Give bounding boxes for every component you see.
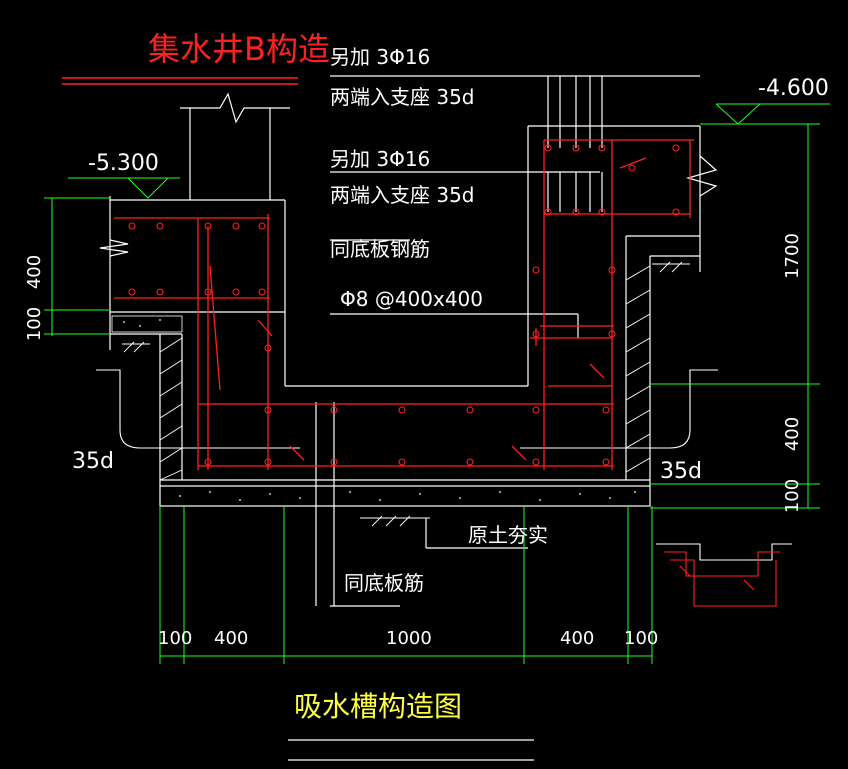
note-soil: 原土夯实 <box>468 523 548 547</box>
anchor-length-right: 35d <box>660 459 702 484</box>
caption-title: 吸水槽构造图 <box>294 690 462 723</box>
dim-h-1: 100 <box>158 628 192 649</box>
wall-hatching <box>159 265 651 481</box>
note-extra-top-2: 另加 3Φ16 <box>330 147 430 171</box>
dim-h-3: 1000 <box>386 628 432 649</box>
dim-right-v-2: 400 <box>782 417 803 451</box>
dim-h-5: 100 <box>624 628 658 649</box>
note-anchor-top-2: 两端入支座 35d <box>330 183 475 207</box>
note-extra-top-1: 另加 3Φ16 <box>330 45 430 69</box>
note-same-slab-rebar-top: 同底板钢筋 <box>330 237 430 261</box>
elevation-right-label: -4.600 <box>758 76 829 101</box>
dim-left-v-1: 400 <box>24 255 45 289</box>
elevation-marker-right <box>715 103 830 125</box>
dim-h-2: 400 <box>214 628 248 649</box>
drawing-title: 集水井B构造 <box>148 30 330 68</box>
small-detail-sketch <box>656 543 792 607</box>
note-anchor-top-1: 两端入支座 35d <box>330 85 475 109</box>
anchor-hooks <box>96 369 718 449</box>
elevation-left-label: -5.300 <box>88 151 159 176</box>
elevation-marker-left <box>68 177 180 199</box>
note-same-slab-rebar-bottom: 同底板筋 <box>344 571 424 595</box>
column-stub <box>180 92 290 200</box>
dimension-lines <box>44 123 820 664</box>
rebar-dots <box>128 144 680 466</box>
dim-h-4: 400 <box>560 628 594 649</box>
dim-right-v-3: 100 <box>782 479 803 513</box>
dim-right-v-1: 1700 <box>782 233 803 279</box>
rebar-cage <box>114 139 694 470</box>
soil-symbols <box>122 261 690 527</box>
blinding-speckle <box>111 315 636 501</box>
dim-left-v-2: 100 <box>24 307 45 341</box>
concrete-outline <box>99 75 718 607</box>
note-rebar-spacing: Φ8 @400x400 <box>340 287 483 311</box>
caption-underline <box>288 739 534 761</box>
anchor-length-left: 35d <box>72 449 114 474</box>
title-underline <box>62 77 298 85</box>
